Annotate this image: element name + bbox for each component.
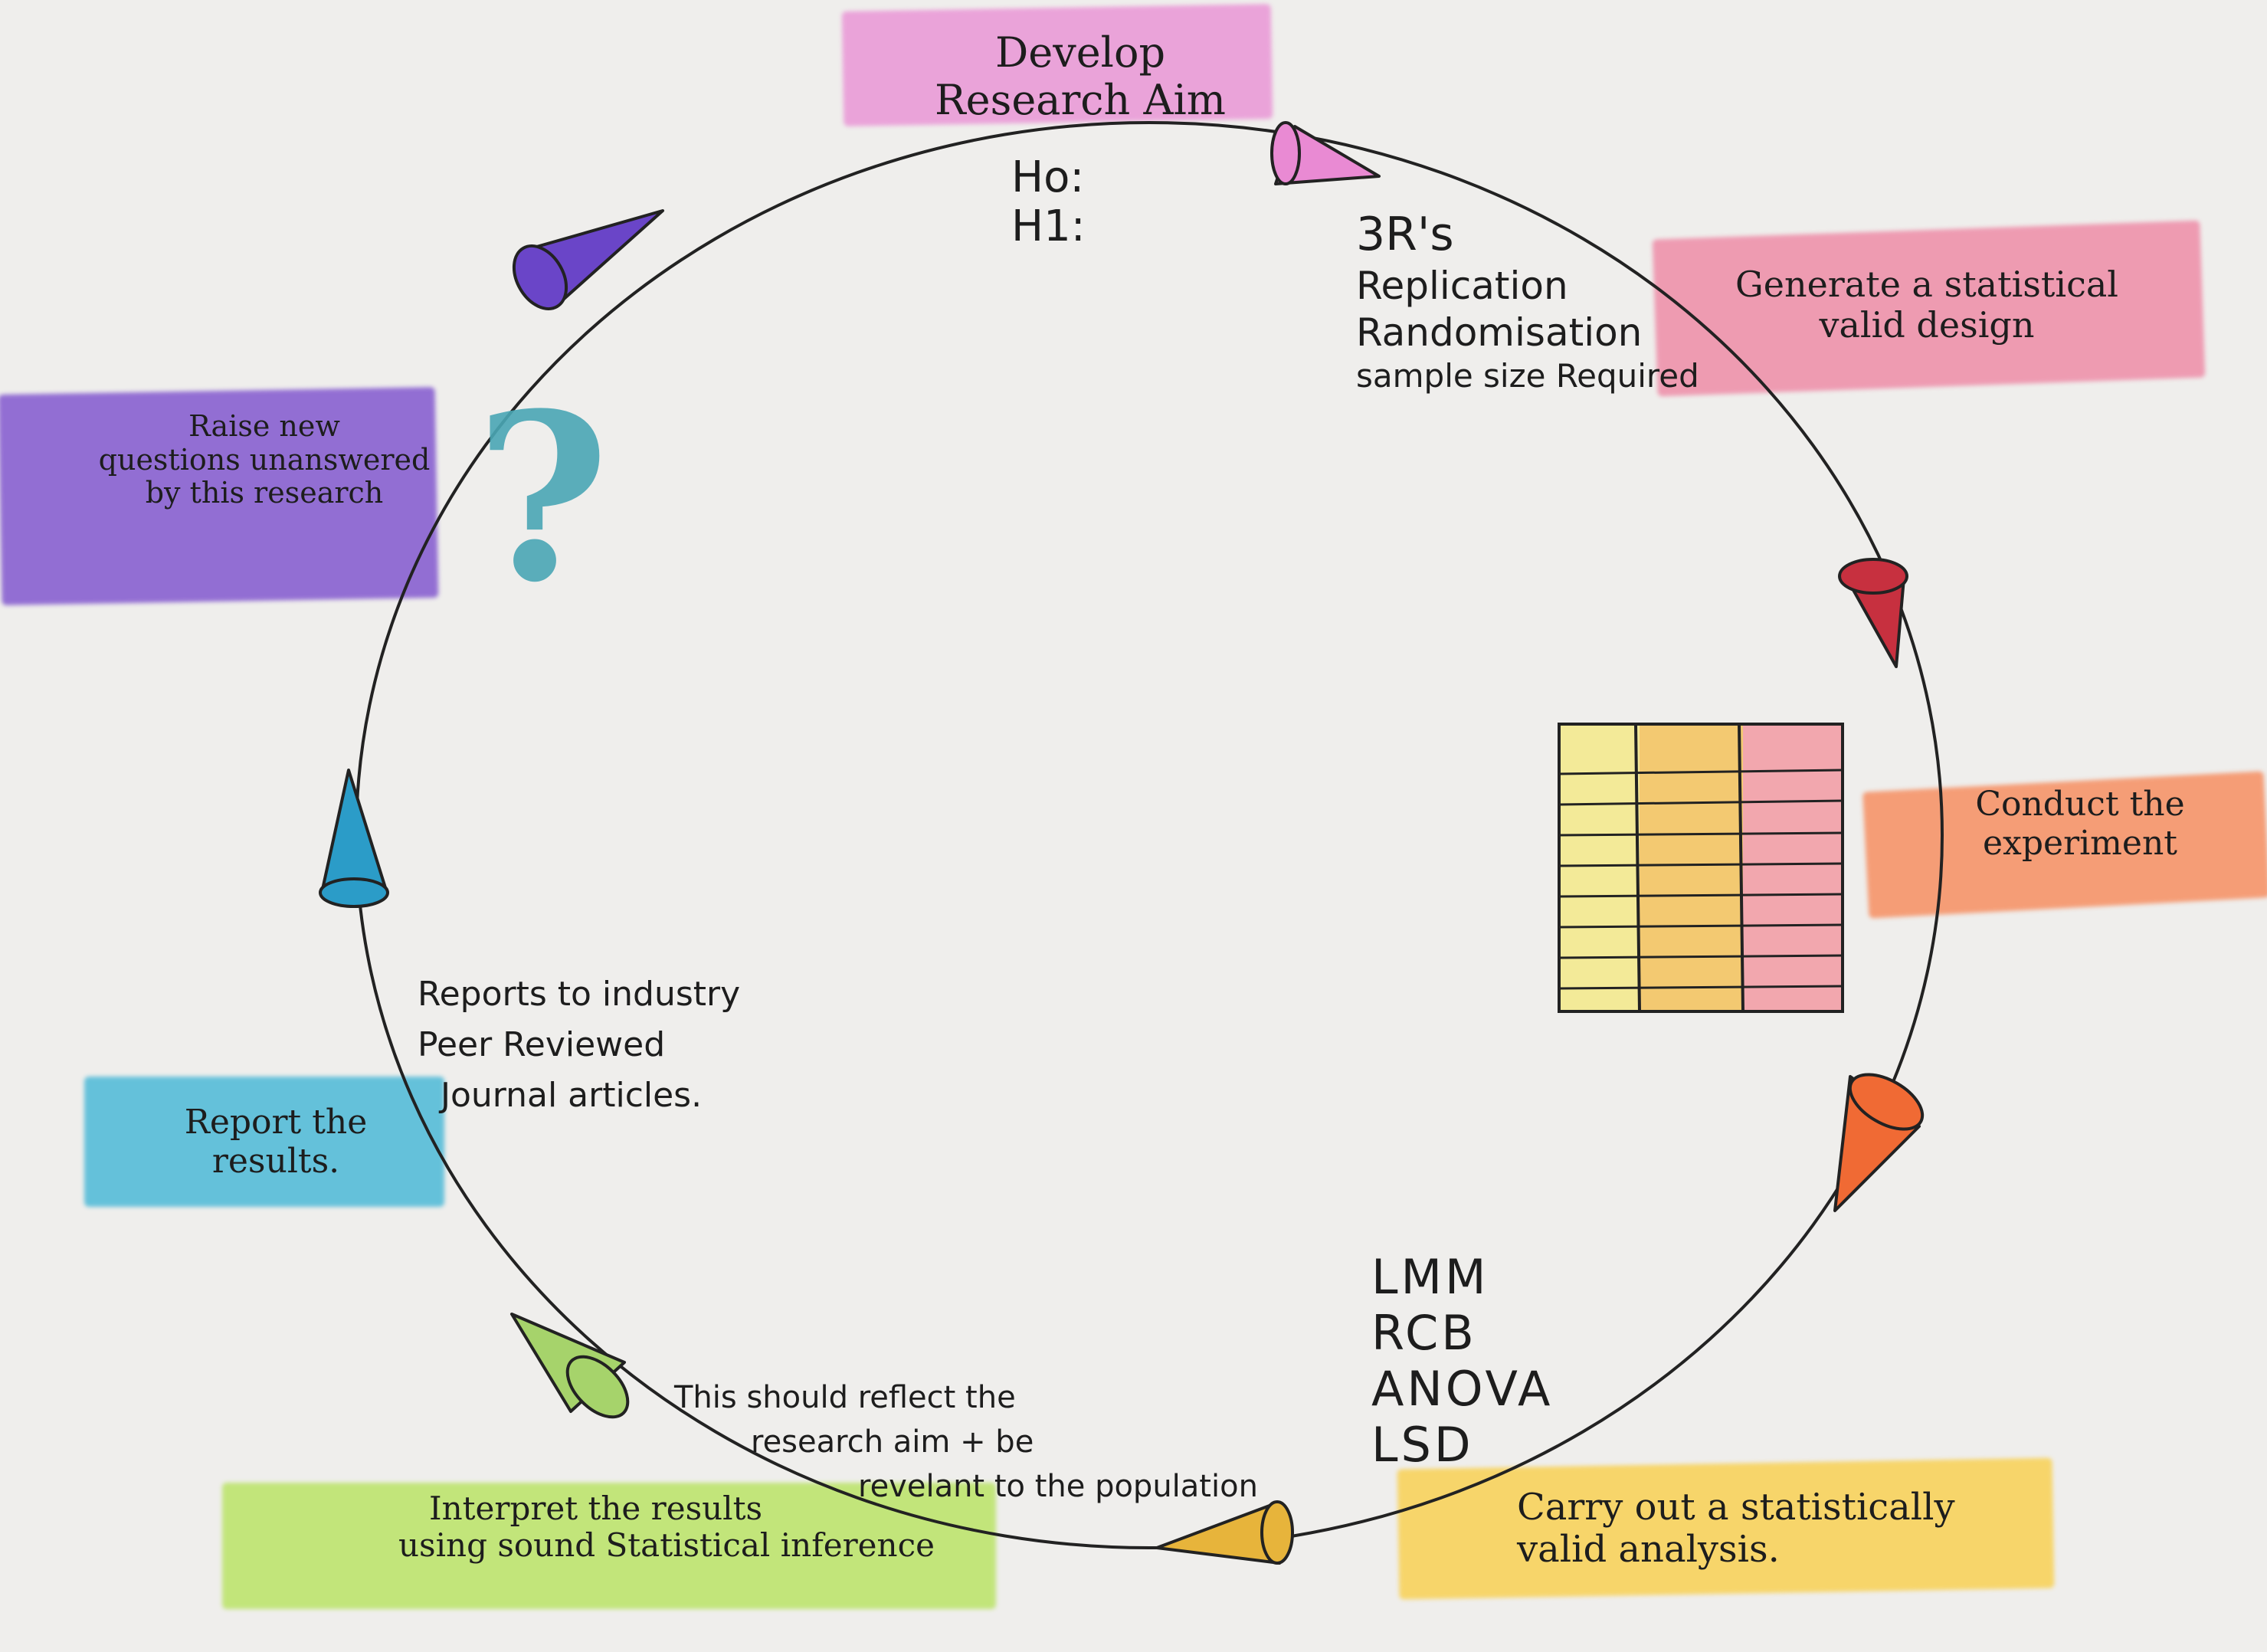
three-rs-randomisation: Randomisation [1356,310,1643,356]
interpret-highlight [222,1483,996,1609]
arrow-develop [1270,121,1381,185]
arrow-questions [512,209,664,310]
arrow-interpret [510,1313,630,1419]
stage-design-line-1: Generate a statistical [1735,264,2119,305]
stage-analysis-label: Carry out a statistically valid analysis… [1456,1486,2099,1571]
stage-conduct-line-1: Conduct the [1975,785,2185,824]
method-rcb: RCB [1371,1305,1477,1362]
stage-design-line-2: valid design [1819,303,2035,346]
stage-conduct-line-2: experiment [1983,823,2177,863]
reflect-line-3: revelant to the population [858,1469,1258,1504]
stage-report-label: Report the results. [115,1103,437,1181]
stage-questions-line-3: by this research [145,476,384,510]
three-rs-heading: 3R's [1356,208,1454,261]
reports-line-3: Journal articles. [441,1076,703,1115]
stage-develop-label: Develop Research Aim [919,28,1241,125]
report-highlight [84,1077,444,1207]
null-hypothesis: Ho: [1011,152,1085,202]
reports-note: Reports to industry Peer Reviewed Journa… [418,969,740,1121]
reflect-note: This should reflect the research aim + b… [674,1375,1258,1509]
stage-interpret-line-2: using sound Statistical inference [398,1526,935,1565]
stage-conduct-label: Conduct the experiment [1915,785,2245,863]
stage-questions-line-1: Raise new [188,409,340,443]
three-rs-replication: Replication [1356,264,1568,309]
stage-questions-line-2: questions unanswered [98,442,431,477]
stage-report-line-2: results. [211,1141,340,1181]
reports-line-2: Peer Reviewed [418,1025,666,1064]
reflect-line-2: research aim + be [751,1424,1034,1460]
stage-analysis-line-1: Carry out a statistically [1517,1486,1955,1529]
stage-interpret-line-1: Interpret the results [429,1490,763,1527]
stage-design-label: Generate a statistical valid design [1666,264,2187,346]
reflect-line-1: This should reflect the [674,1380,1016,1415]
question-mark-icon: ? [475,362,610,633]
hypotheses-note: Ho: H1: [1011,152,1086,252]
stage-questions-label: Raise new questions unanswered by this r… [84,409,444,510]
method-lmm: LMM [1371,1249,1489,1305]
results-table-sketch [1558,723,1844,1013]
method-anova: ANOVA [1371,1361,1554,1418]
alternative-hypothesis: H1: [1011,202,1086,252]
three-rs-note: 3R's Replication Randomisation sample si… [1356,207,1699,395]
three-rs-sample-size: sample size Required [1356,357,1699,395]
arrow-design [1838,558,1908,668]
methods-note: LMM RCB ANOVA LSD [1371,1249,1553,1473]
stage-interpret-label: Interpret the results using sound Statis… [398,1490,996,1565]
stage-develop-line-2: Research Aim [935,76,1226,125]
arrow-conduct [1833,1073,1925,1212]
method-lsd: LSD [1371,1417,1474,1473]
stage-analysis-line-2: valid analysis. [1517,1528,1780,1572]
stage-develop-line-1: Develop [994,28,1166,77]
arrow-analysis [1155,1500,1294,1565]
arrow-report [319,769,389,908]
stage-report-line-1: Report the [184,1103,368,1142]
reports-line-1: Reports to industry [418,975,741,1014]
